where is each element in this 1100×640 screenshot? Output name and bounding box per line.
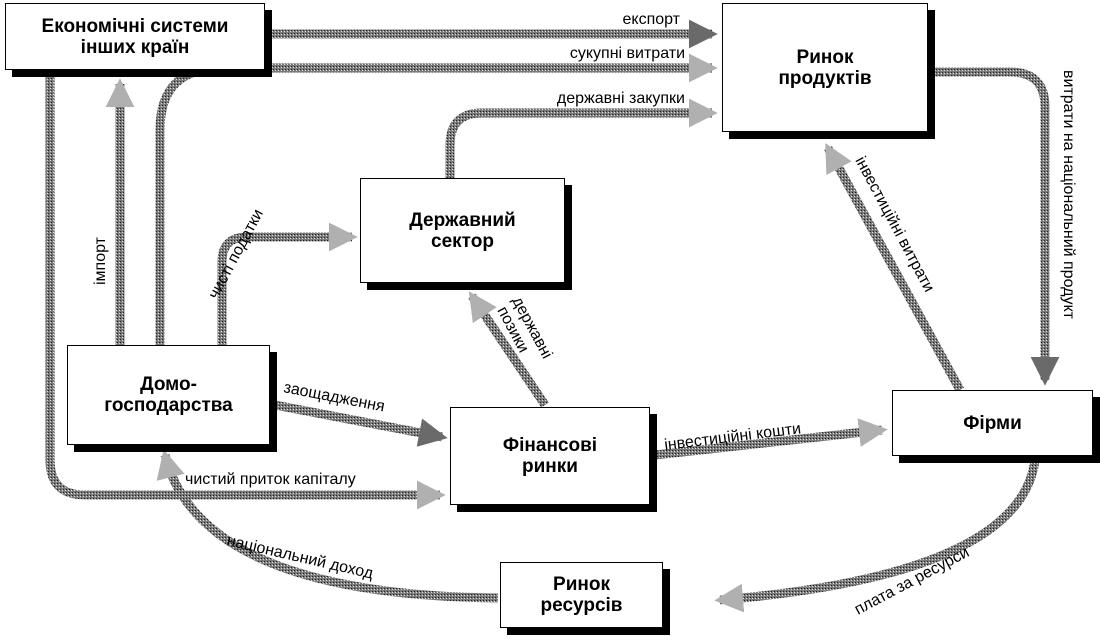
investment-spending-flow-arrow bbox=[824, 142, 964, 393]
node-financial-line1: Фінансові bbox=[502, 435, 598, 456]
import-label: імпорт bbox=[92, 236, 109, 285]
node-firms-label: Фірми bbox=[963, 412, 1022, 434]
national-product-spending-label: витрати на національний продукт bbox=[1060, 70, 1077, 320]
node-product-market-line2: продуктів bbox=[778, 67, 872, 89]
node-foreign-line2: інших країн bbox=[80, 36, 190, 58]
aggregate-spending-label: сукупні витрати bbox=[570, 45, 685, 62]
savings-flow-arrow bbox=[274, 400, 448, 447]
net-capital-inflow-flow-arrow bbox=[45, 70, 446, 510]
export-label: експорт bbox=[622, 11, 680, 28]
node-financial-line2: ринки bbox=[522, 456, 578, 477]
node-firms: Фірми bbox=[892, 390, 1093, 456]
node-households-line2: господарства bbox=[104, 395, 233, 416]
node-product-market-line1: Ринок bbox=[796, 46, 854, 68]
resource-payments-flow-arrow bbox=[714, 459, 1040, 613]
government-purchases-label: державні закупки bbox=[557, 90, 685, 107]
node-government-line1: Державний bbox=[409, 209, 516, 231]
node-resource-market-line2: ресурсів bbox=[540, 595, 623, 616]
government-purchases-flow-arrow bbox=[445, 98, 718, 178]
investment-funds-flow-arrow bbox=[654, 418, 888, 460]
net-capital-inflow-label: чистий приток капіталу bbox=[185, 471, 356, 488]
national-product-spending-flow-arrow bbox=[930, 67, 1060, 386]
node-households-line1: Домо- bbox=[140, 374, 197, 395]
net-taxes-label: чисті податки bbox=[206, 207, 267, 302]
government-borrowing-flow-arrow bbox=[468, 291, 549, 408]
node-government-line2: сектор bbox=[431, 230, 494, 252]
node-foreign-line1: Економічні системи bbox=[41, 15, 229, 37]
node-households: Домо-господарства bbox=[67, 345, 270, 445]
net-taxes-flow-arrow bbox=[217, 222, 358, 345]
national-income-flow-arrow bbox=[156, 449, 499, 603]
node-resource-market-line1: Ринок bbox=[553, 574, 610, 595]
